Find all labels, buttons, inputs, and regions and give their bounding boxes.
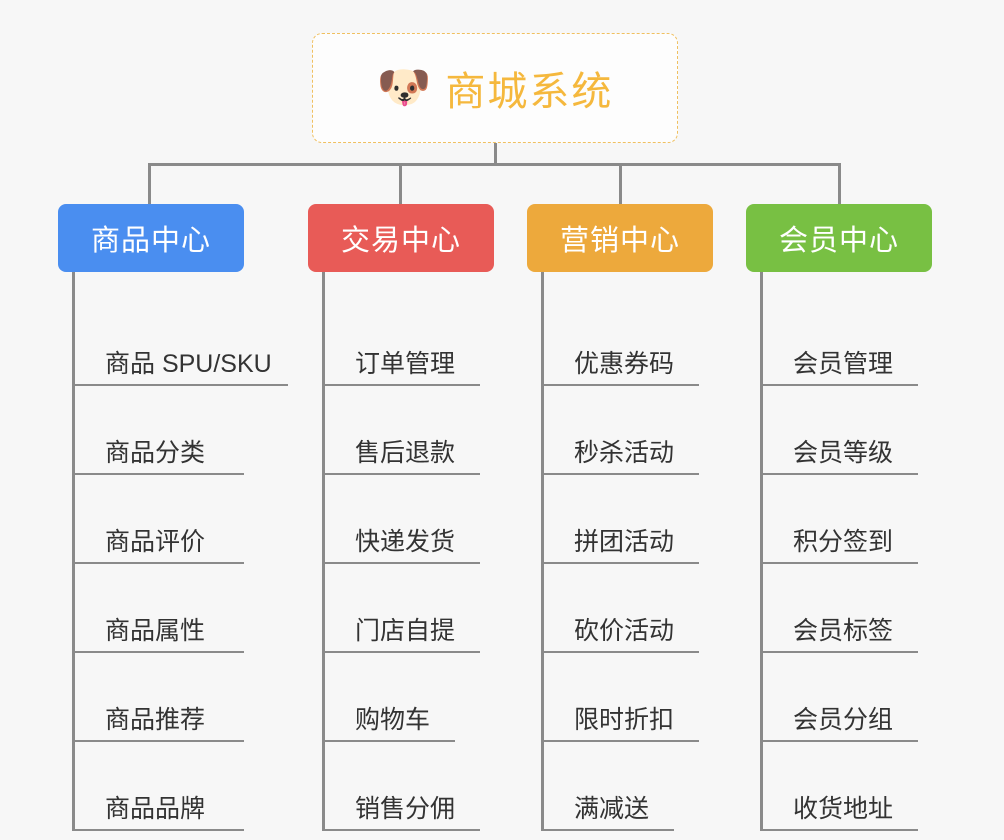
category-header-3[interactable]: 营销中心 [527,204,713,272]
list-item-label: 商品 SPU/SKU [105,349,272,378]
list-item[interactable]: 会员管理 [760,297,918,386]
list-item-label: 秒杀活动 [574,438,675,467]
list-item-label: 收货地址 [793,794,894,823]
list-item-label: 快递发货 [355,527,456,556]
list-item[interactable]: 购物车 [322,653,455,742]
category-header-2[interactable]: 交易中心 [308,204,494,272]
root-trunk-connector [494,143,497,165]
list-item[interactable]: 门店自提 [322,564,480,653]
column-spine-3 [541,272,544,297]
list-item[interactable]: 商品推荐 [72,653,244,742]
list-item-label: 订单管理 [355,349,456,378]
list-item-label: 商品推荐 [105,705,206,734]
list-item-label: 门店自提 [355,616,456,645]
list-item-label: 会员标签 [793,616,894,645]
list-item-label: 砍价活动 [574,616,675,645]
list-item[interactable]: 会员标签 [760,564,918,653]
category-drop-connector-1 [148,163,151,204]
list-item-label: 积分签到 [793,527,894,556]
list-item[interactable]: 售后退款 [322,386,480,475]
root-node-title: 商城系统 [445,70,614,114]
list-item[interactable]: 订单管理 [322,297,480,386]
list-item-label: 售后退款 [355,438,456,467]
list-item-label: 限时折扣 [574,705,675,734]
list-item-label: 会员管理 [793,349,894,378]
list-item-label: 商品分类 [105,438,206,467]
list-item[interactable]: 销售分佣 [322,742,480,831]
list-item-label: 满减送 [574,794,650,823]
root-node-content: 🐶 商城系统 [377,59,614,117]
list-item[interactable]: 满减送 [541,742,674,831]
list-item[interactable]: 商品评价 [72,475,244,564]
list-item-label: 会员分组 [793,705,894,734]
list-item[interactable]: 拼团活动 [541,475,699,564]
list-item[interactable]: 商品 SPU/SKU [72,297,288,386]
list-item[interactable]: 秒杀活动 [541,386,699,475]
list-item[interactable]: 砍价活动 [541,564,699,653]
list-item[interactable]: 会员等级 [760,386,918,475]
root-node[interactable]: 🐶 商城系统 [312,33,678,143]
column-spine-4 [760,272,763,297]
list-item[interactable]: 限时折扣 [541,653,699,742]
category-header-1[interactable]: 商品中心 [58,204,244,272]
list-item[interactable]: 商品分类 [72,386,244,475]
category-header-4[interactable]: 会员中心 [746,204,932,272]
list-item-label: 商品品牌 [105,794,206,823]
list-item[interactable]: 优惠券码 [541,297,699,386]
list-item-label: 会员等级 [793,438,894,467]
category-header-label-2: 交易中心 [340,225,461,257]
category-drop-connector-4 [838,163,841,204]
list-item[interactable]: 收货地址 [760,742,918,831]
category-drop-connector-3 [619,163,622,204]
category-header-label-3: 营销中心 [559,225,680,257]
list-item[interactable]: 商品品牌 [72,742,244,831]
category-header-label-1: 商品中心 [90,225,211,257]
list-item-label: 优惠券码 [574,349,675,378]
column-spine-1 [72,272,75,297]
category-header-label-4: 会员中心 [778,225,899,257]
category-bus-connector [148,163,841,166]
list-item[interactable]: 快递发货 [322,475,480,564]
list-item[interactable]: 积分签到 [760,475,918,564]
list-item-label: 商品属性 [105,616,206,645]
list-item-label: 商品评价 [105,527,206,556]
list-item-label: 销售分佣 [355,794,456,823]
list-item[interactable]: 商品属性 [72,564,244,653]
shiba-dog-face-icon: 🐶 [376,63,432,112]
list-item-label: 购物车 [355,705,431,734]
category-drop-connector-2 [399,163,402,204]
list-item-label: 拼团活动 [574,527,675,556]
list-item[interactable]: 会员分组 [760,653,918,742]
column-spine-2 [322,272,325,297]
